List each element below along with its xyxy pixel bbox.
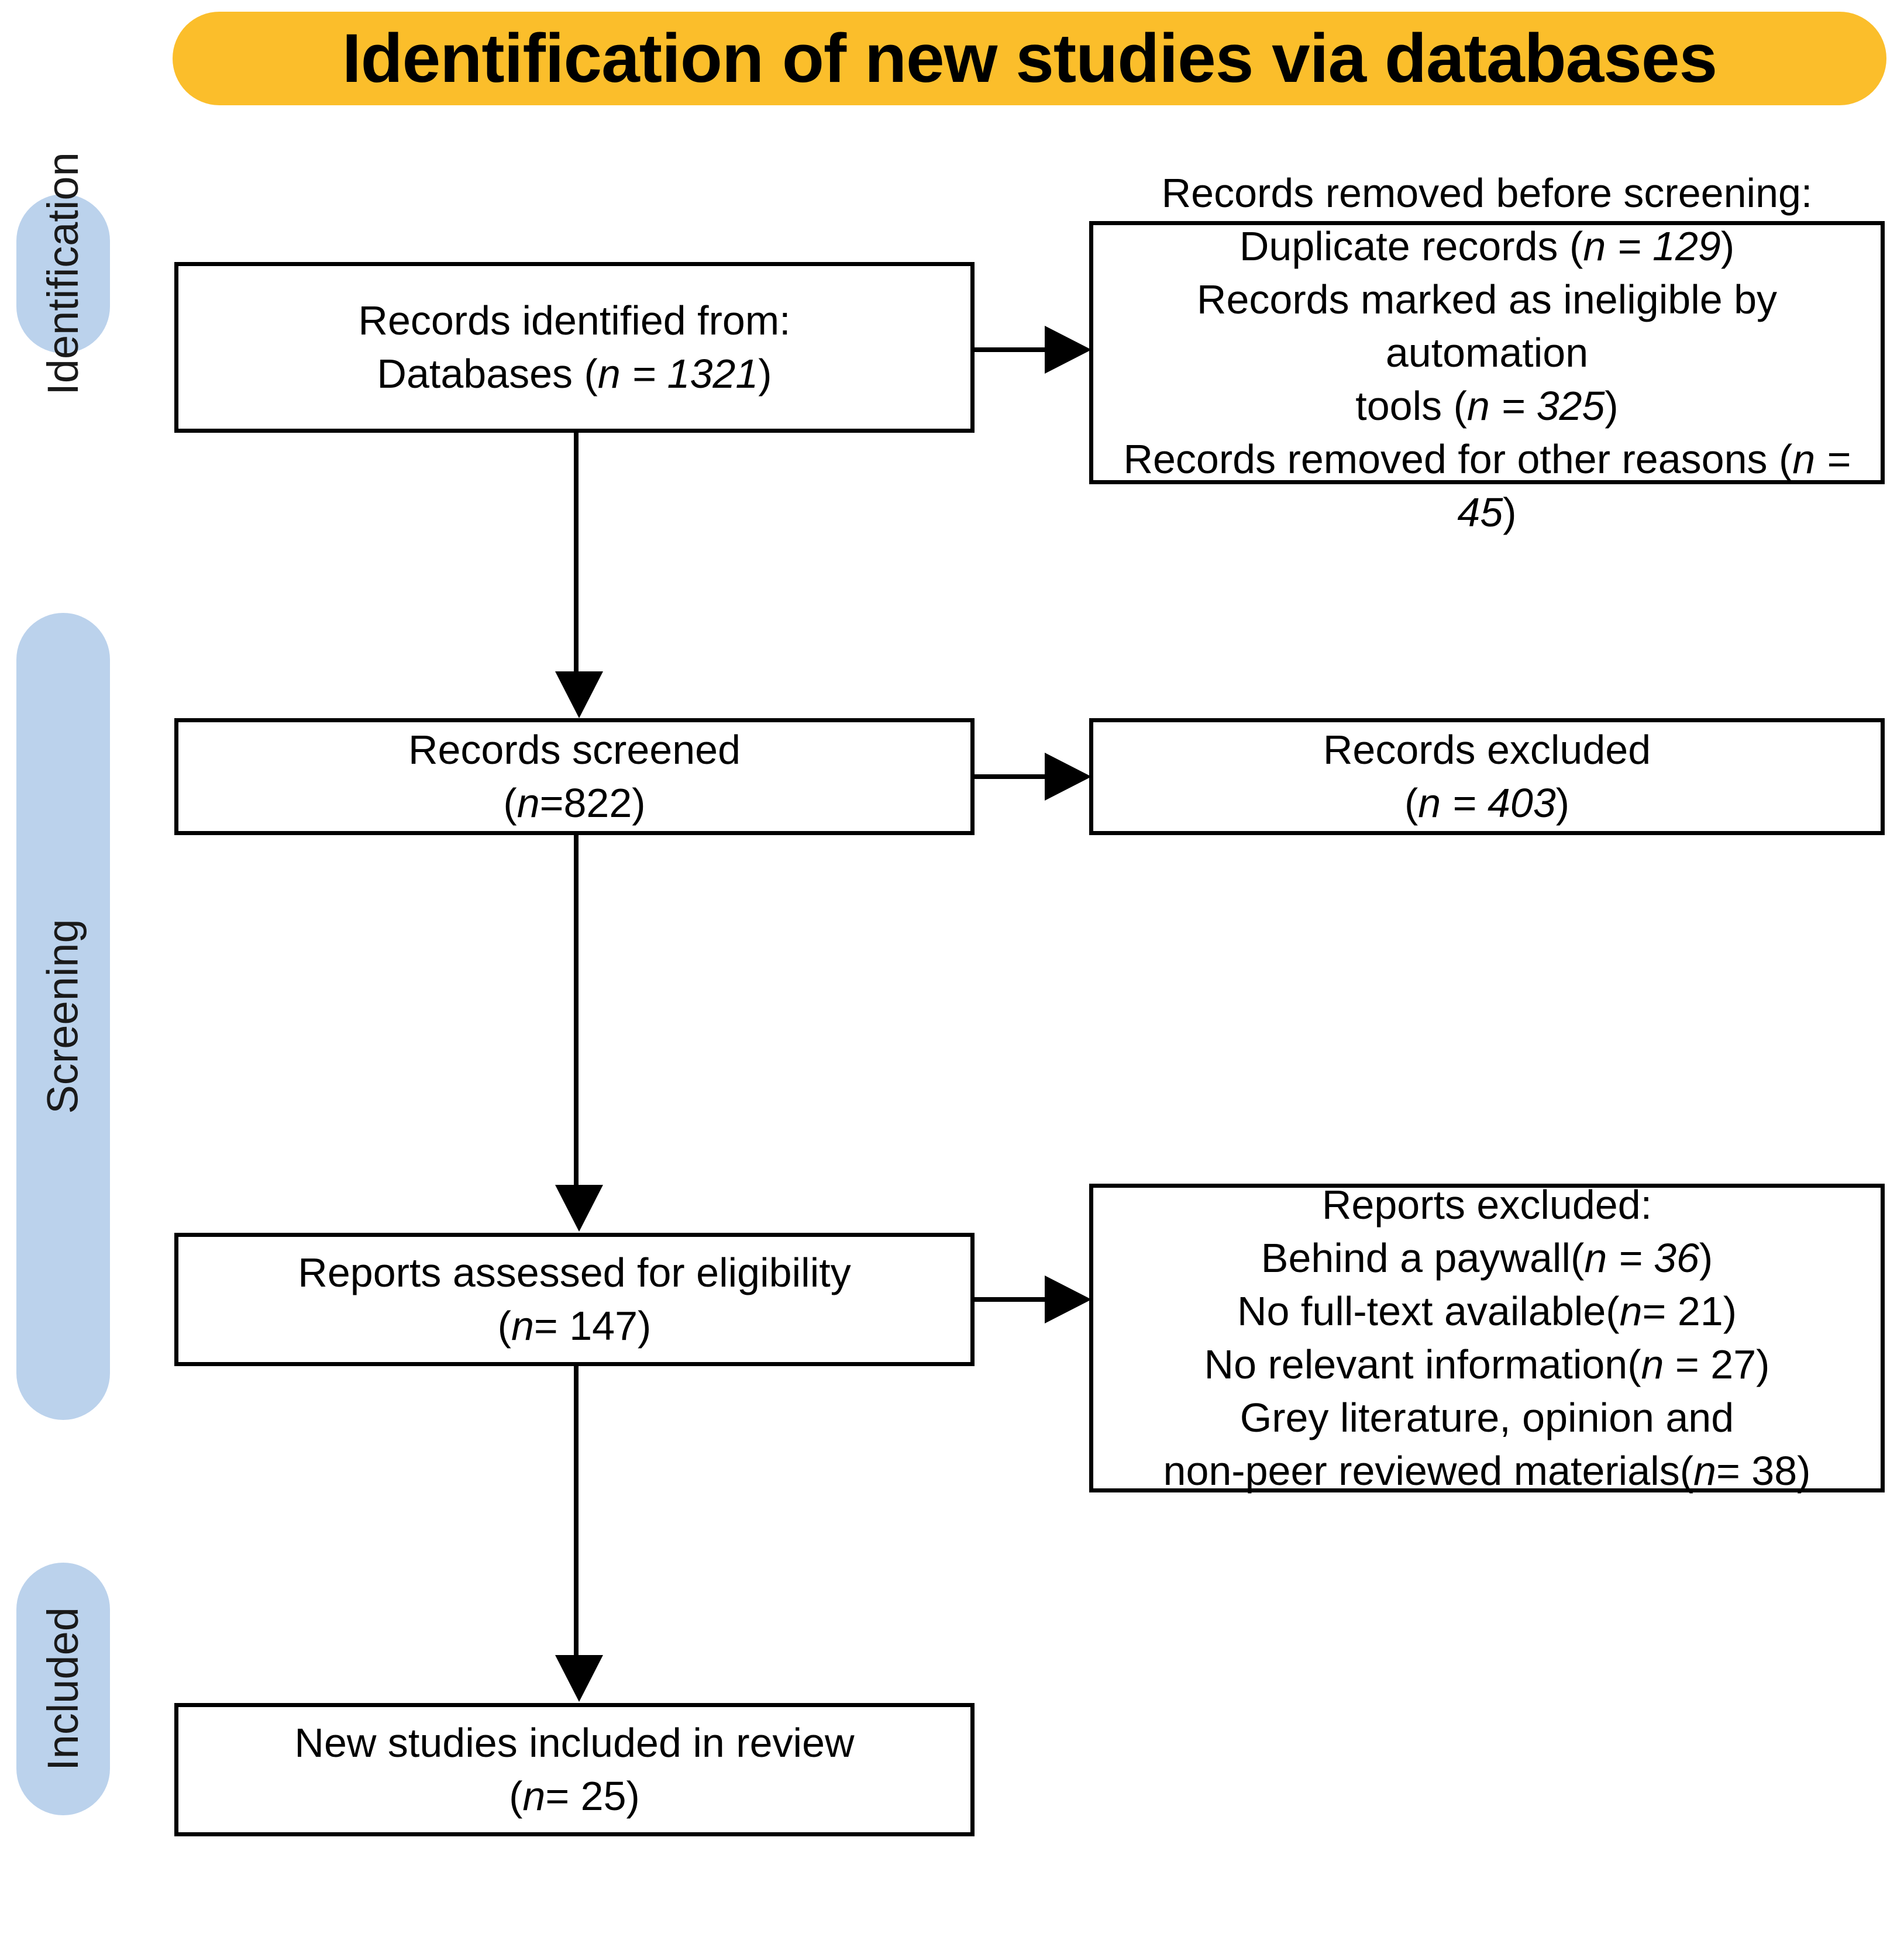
connector-eligibility-to-included-line (574, 1366, 579, 1656)
text-line: Records excluded (1323, 727, 1651, 773)
connector-identified-to-screened-arrowhead-icon (555, 671, 603, 718)
text-line: Reports excluded: (1321, 1182, 1652, 1228)
text-line: (n= 25) (509, 1773, 640, 1819)
text-line: non-peer reviewed materials(n= 38) (1163, 1448, 1811, 1494)
text-line: Grey literature, opinion and (1240, 1395, 1734, 1440)
text-line: (n=822) (503, 780, 646, 826)
text-line: (n = 403) (1404, 780, 1570, 826)
node-reports-assessed-for-eligibility-text: Reports assessed for eligibility (n= 147) (287, 1246, 861, 1353)
node-reports-excluded: Reports excluded: Behind a paywall(n = 36… (1089, 1182, 1885, 1494)
text-line: Records removed for other reasons (n = 4… (1123, 436, 1851, 535)
text-line: No relevant information(n = 27) (1204, 1342, 1770, 1387)
stage-pill-identification: Identification (16, 152, 110, 395)
connector-screened-to-eligibility-line (574, 835, 579, 1186)
text-line: New studies included in review (294, 1720, 855, 1766)
node-new-studies-included-text: New studies included in review (n= 25) (284, 1716, 865, 1823)
node-records-excluded-text: Records excluded (n = 403) (1313, 723, 1661, 830)
node-records-removed-before-screening: Records removed before screening: Duplica… (1089, 170, 1885, 535)
node-records-removed-before-screening-text: Records removed before screening: Duplica… (1093, 167, 1881, 539)
connector-eligibility-to-included-arrowhead-icon (555, 1655, 603, 1702)
diagram-title-banner: Identification of new studies via databa… (173, 12, 1886, 105)
node-records-identified: Records identified from: Databases (n = 1… (174, 262, 975, 433)
connector-identified-to-removed-arrowhead-icon (1045, 326, 1092, 374)
node-records-screened-text: Records screened (n=822) (398, 723, 751, 830)
text-line: Records removed before screening: (1161, 170, 1813, 216)
node-reports-excluded-text: Reports excluded: Behind a paywall(n = 36… (1153, 1178, 1822, 1498)
text-line: Databases (n = 1321) (377, 351, 772, 397)
connector-screened-to-eligibility-arrowhead-icon (555, 1185, 603, 1232)
text-line: Records identified from: (358, 298, 791, 343)
connector-identified-to-removed-line (975, 347, 1047, 352)
text-line: Behind a paywall(n = 36) (1261, 1235, 1713, 1281)
text-line: tools (n = 325) (1355, 382, 1619, 429)
stage-pill-included: Included (16, 1563, 110, 1815)
text-line: No full-text available(n= 21) (1237, 1288, 1737, 1334)
node-records-screened: Records screened (n=822) (174, 718, 975, 835)
connector-screened-to-excluded-arrowhead-icon (1045, 753, 1092, 801)
connector-screened-to-excluded-line (975, 774, 1047, 779)
page-title: Identification of new studies via databa… (342, 20, 1717, 97)
node-new-studies-included: New studies included in review (n= 25) (174, 1703, 975, 1836)
connector-identified-to-screened-line (574, 433, 579, 674)
stage-pill-screening: Screening (16, 613, 110, 1420)
connector-eligibility-to-reports-excluded-line (975, 1297, 1047, 1302)
connector-eligibility-to-reports-excluded-arrowhead-icon (1045, 1275, 1092, 1323)
text-line: (n= 147) (497, 1303, 652, 1349)
text-line: Records marked as ineligible by automati… (1196, 276, 1778, 375)
node-records-excluded: Records excluded (n = 403) (1089, 718, 1885, 835)
stage-pill-included-label: Included (39, 1607, 87, 1771)
stage-pill-screening-label: Screening (39, 919, 87, 1114)
text-line: Records screened (408, 727, 741, 773)
text-line: Reports assessed for eligibility (298, 1250, 851, 1295)
node-reports-assessed-for-eligibility: Reports assessed for eligibility (n= 147) (174, 1233, 975, 1366)
text-line: Duplicate records (n = 129) (1239, 223, 1735, 269)
stage-pill-identification-label: Identification (39, 152, 87, 395)
node-records-identified-text: Records identified from: Databases (n = 1… (347, 294, 801, 401)
